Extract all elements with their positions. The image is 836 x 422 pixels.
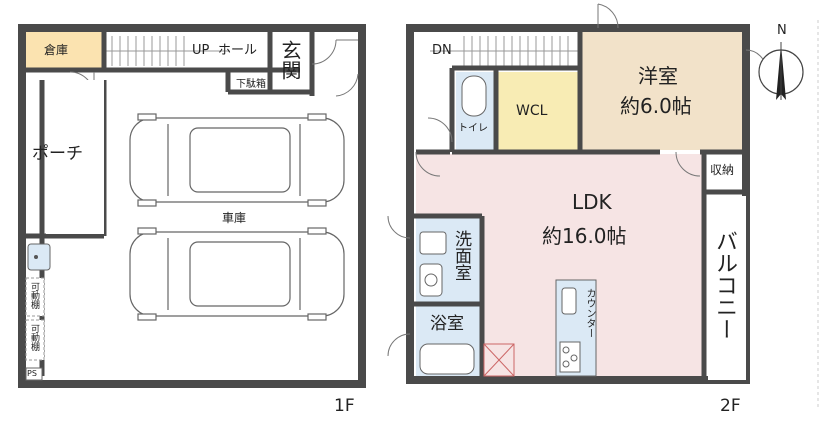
- car-1: [129, 113, 345, 207]
- wcl-area: [498, 72, 578, 150]
- western-room-label: 洋室: [638, 64, 678, 88]
- toilet-label: トイレ: [458, 123, 488, 134]
- bathroom-label: 浴室: [430, 314, 464, 334]
- hall-label: ホール: [218, 43, 258, 58]
- garage-label: 車庫: [222, 211, 247, 225]
- interior-walls-2f: [414, 28, 746, 380]
- floor-label-1f: 1F: [334, 396, 355, 416]
- porch-label: ポーチ: [32, 144, 83, 164]
- storage-label-1f: 倉庫: [44, 43, 69, 57]
- door-swings-2f: [387, 3, 767, 357]
- shoe-box-label: 下駄箱: [236, 79, 266, 90]
- ldk-label: LDK: [572, 190, 612, 214]
- up-label: UP: [192, 43, 210, 58]
- shelf-label-2: 可動棚: [29, 324, 39, 351]
- porch-area: [46, 80, 104, 234]
- shelf-box-1: [25, 277, 45, 317]
- shelf-label-1: 可動棚: [29, 282, 39, 309]
- compass-rose: [758, 42, 804, 100]
- stairs-2f: [430, 36, 580, 66]
- stairs-1f: [103, 36, 230, 66]
- washing-machine: [419, 263, 443, 297]
- compass-north-label: N: [777, 23, 787, 38]
- counter-label: カウンター: [584, 288, 595, 338]
- floor-label-2f: 2F: [720, 396, 741, 416]
- washroom-label: 洗面室: [451, 230, 471, 281]
- ps-box: [25, 367, 43, 381]
- dn-label: DN: [432, 43, 452, 58]
- storage-room-1f: [26, 32, 102, 68]
- kitchen-sink: [561, 287, 577, 315]
- cooktop: [559, 341, 581, 373]
- entrance-label: 玄関: [278, 40, 302, 80]
- ldk-size-label: 約16.0帖: [542, 224, 627, 248]
- wcl-label: WCL: [516, 103, 548, 119]
- storage-box-marker: [483, 343, 515, 377]
- western-room-size-label: 約6.0帖: [620, 94, 692, 118]
- bathtub: [419, 343, 475, 375]
- balcony-area: [708, 196, 746, 380]
- second-floor: [387, 3, 767, 384]
- ps-label: PS: [27, 369, 37, 378]
- toilet-fixture: [461, 75, 487, 117]
- shelf-box-2: [25, 319, 45, 361]
- balcony-label: バルコニー: [712, 230, 737, 340]
- car-2: [129, 227, 345, 321]
- western-room-area: [582, 32, 742, 150]
- washbasin: [419, 231, 447, 255]
- first-floor: [18, 24, 366, 388]
- utility-sink-1f: [27, 243, 51, 271]
- storage-closet-label: 収納: [710, 163, 735, 177]
